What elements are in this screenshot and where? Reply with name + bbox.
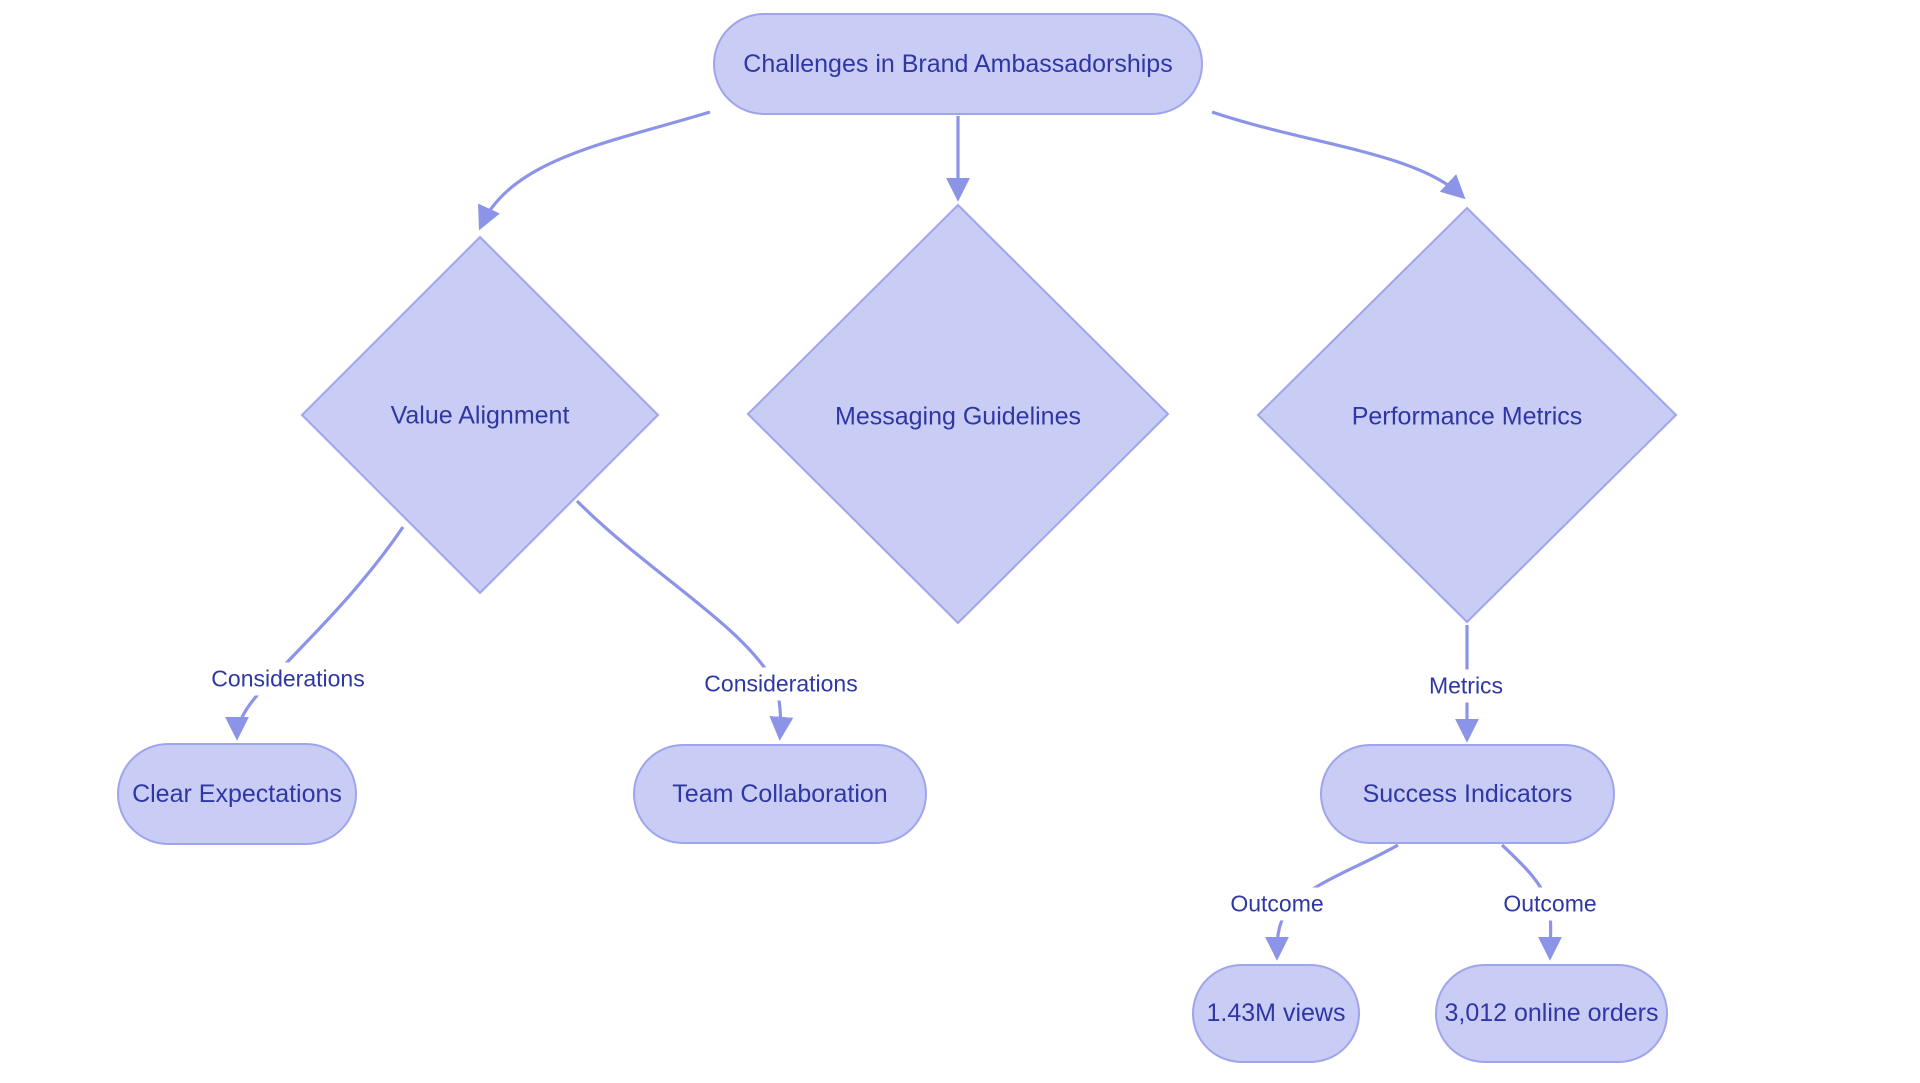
node-team-collaboration-label: Team Collaboration [672,779,888,808]
edge-value-alignment-to-team-collaboration [575,499,794,741]
node-success-indicators: Success Indicators [1320,744,1615,844]
edge-label-metrics: Metrics [1422,669,1510,703]
node-root-label: Challenges in Brand Ambassadorships [743,49,1173,78]
edge-label-considerations-right: Considerations [698,667,864,701]
node-value-alignment-shape [300,235,660,595]
node-performance-metrics-label: Performance Metrics [1351,402,1583,431]
node-success-indicators-label: Success Indicators [1362,779,1573,808]
node-clear-expectations-label: Clear Expectations [132,779,342,808]
node-views-outcome: 1.43M views [1192,964,1360,1063]
node-team-collaboration: Team Collaboration [633,744,927,844]
node-messaging-guidelines-label: Messaging Guidelines [835,402,1081,431]
edge-value-alignment-to-clear-expectations [225,526,405,741]
node-performance-metrics-shape [1256,206,1678,624]
node-messaging-guidelines-shape [746,203,1170,625]
edge-root-to-value-alignment [478,110,711,231]
edge-label-outcome-left: Outcome [1224,887,1330,921]
node-clear-expectations: Clear Expectations [117,743,357,845]
edge-label-outcome-right: Outcome [1497,887,1603,921]
node-orders-outcome: 3,012 online orders [1435,964,1668,1063]
node-orders-outcome-label: 3,012 online orders [1444,999,1659,1027]
edge-label-considerations-left: Considerations [205,662,371,696]
node-value-alignment-label: Value Alignment [390,401,570,430]
edge-root-to-performance-metrics [1211,110,1466,200]
node-views-outcome-label: 1.43M views [1206,999,1346,1027]
node-root: Challenges in Brand Ambassadorships [713,13,1203,115]
